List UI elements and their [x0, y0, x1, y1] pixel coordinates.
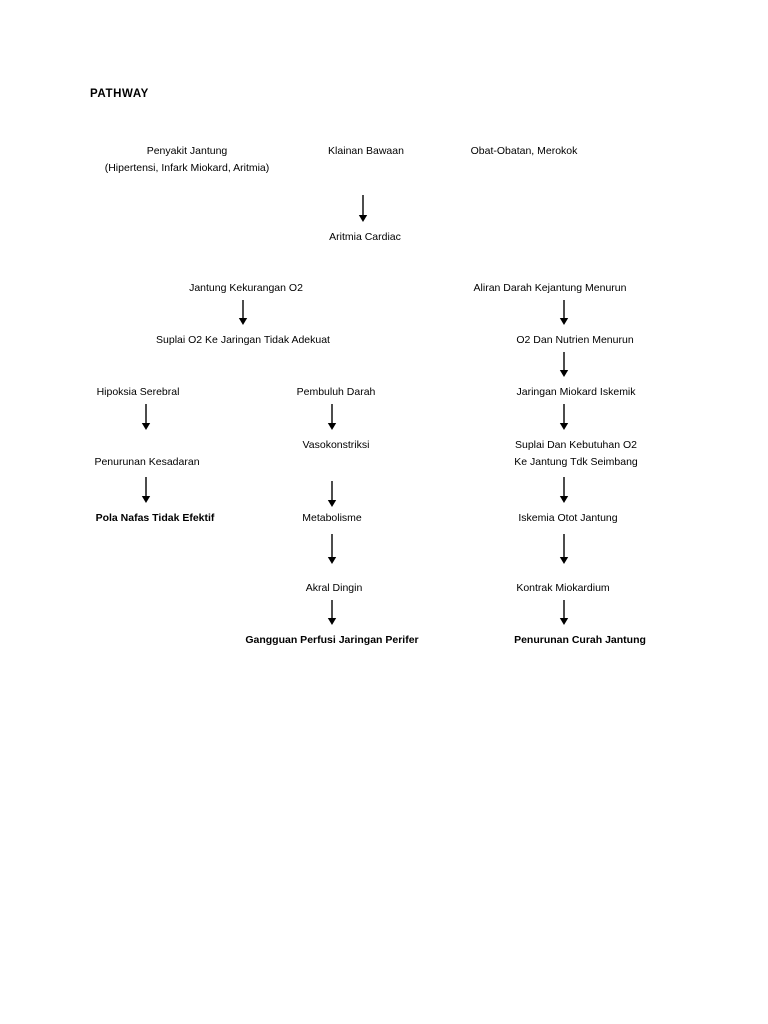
flowchart-node-klainan-bawaan: Klainan Bawaan	[328, 143, 404, 160]
flowchart-node-line: Suplai Dan Kebutuhan O2	[514, 439, 637, 451]
arrow-down-icon-vasokonstriksi-to-metabolisme	[326, 481, 339, 507]
arrow-down-icon-pembuluh-to-vasokonstriksi	[326, 404, 339, 430]
flowchart-node-pola-nafas-tidak-efektif: Pola Nafas Tidak Efektif	[96, 510, 215, 527]
flowchart-node-line: Klainan Bawaan	[328, 145, 404, 157]
arrow-down-icon-penurunan-kesadaran-to-pola-nafas	[140, 477, 153, 503]
flowchart-node-akral-dingin: Akral Dingin	[306, 580, 363, 597]
flowchart-node-line: Metabolisme	[302, 512, 362, 524]
flowchart-node-pembuluh-darah: Pembuluh Darah	[297, 384, 376, 401]
arrow-down-icon-iskemia-to-kontrak	[558, 534, 571, 564]
flowchart-node-vasokonstriksi: Vasokonstriksi	[303, 437, 370, 454]
flowchart-node-metabolisme: Metabolisme	[302, 510, 362, 527]
flowchart-node-line: Ke Jantung Tdk Seimbang	[514, 456, 638, 468]
arrow-down-icon-hipoksia-to-penurunan-kesadaran	[140, 404, 153, 430]
flowchart-node-line: Penurunan Kesadaran	[94, 456, 200, 468]
flowchart-node-line: Jantung Kekurangan O2	[189, 282, 303, 294]
flowchart-node-penyakit-jantung: Penyakit Jantung (Hipertensi, Infark Miok…	[105, 143, 270, 177]
flowchart-node-line: Iskemia Otot Jantung	[518, 512, 618, 524]
flowchart-node-aliran-darah-kejantung-menurun: Aliran Darah Kejantung Menurun	[474, 280, 627, 297]
flowchart-node-kontrak-miokardium: Kontrak Miokardium	[516, 580, 609, 597]
page-title: PATHWAY	[90, 88, 149, 100]
arrow-down-icon-klainan-to-aritmia	[357, 195, 370, 222]
flowchart-node-jaringan-miokard-iskemik: Jaringan Miokard Iskemik	[516, 384, 635, 401]
flowchart-node-aritmia-cardiac: Aritmia Cardiac	[329, 229, 401, 246]
flowchart-node-line: Vasokonstriksi	[302, 439, 370, 451]
arrow-down-icon-suplai-kebutuhan-to-iskemia	[558, 477, 571, 503]
flowchart-node-line: Suplai O2 Ke Jaringan Tidak Adekuat	[156, 334, 330, 346]
arrow-down-icon-o2-nutrien-to-jaringan	[558, 352, 571, 377]
flowchart-node-line: Penurunan Curah Jantung	[514, 634, 646, 646]
flowchart-node-line: Gangguan Perfusi Jaringan Perifer	[245, 634, 419, 646]
flowchart-node-jantung-kekurangan-o2: Jantung Kekurangan O2	[189, 280, 303, 297]
flowchart-node-penurunan-curah-jantung: Penurunan Curah Jantung	[514, 632, 646, 649]
flowchart-node-o2-dan-nutrien-menurun: O2 Dan Nutrien Menurun	[516, 332, 633, 349]
flowchart-node-line: (Hipertensi, Infark Miokard, Aritmia)	[104, 162, 270, 174]
flowchart-node-line: Pembuluh Darah	[296, 386, 376, 398]
flowchart-node-penurunan-kesadaran: Penurunan Kesadaran	[94, 454, 199, 471]
flowchart-node-line: Hipoksia Serebral	[96, 386, 180, 398]
flowchart-node-gangguan-perfusi-jaringan-perifer: Gangguan Perfusi Jaringan Perifer	[245, 632, 418, 649]
flowchart-node-iskemia-otot-jantung: Iskemia Otot Jantung	[518, 510, 617, 527]
flowchart-node-suplai-o2-ke-jaringan-tidak-adekuat: Suplai O2 Ke Jaringan Tidak Adekuat	[156, 332, 330, 349]
flowchart-node-line: Jaringan Miokard Iskemik	[516, 386, 636, 398]
flowchart-node-line: Akral Dingin	[305, 582, 363, 594]
flowchart-node-line: Aritmia Cardiac	[329, 231, 401, 243]
flowchart-node-hipoksia-serebral: Hipoksia Serebral	[97, 384, 180, 401]
flowchart-node-obat-obatan-merokok: Obat-Obatan, Merokok	[471, 143, 578, 160]
flowchart-node-line: O2 Dan Nutrien Menurun	[516, 334, 634, 346]
arrow-down-icon-metabolisme-to-akral	[326, 534, 339, 564]
flowchart-node-line: Obat-Obatan, Merokok	[470, 145, 578, 157]
arrow-down-icon-kontrak-to-penurunan-curah	[558, 600, 571, 625]
arrow-down-icon-akral-to-gangguan	[326, 600, 339, 625]
flowchart-node-line: Penyakit Jantung	[146, 145, 228, 157]
flowchart-node-line: Aliran Darah Kejantung Menurun	[473, 282, 627, 294]
flowchart-node-line: Pola Nafas Tidak Efektif	[95, 512, 215, 524]
flowchart-node-suplai-dan-kebutuhan-o2: Suplai Dan Kebutuhan O2 Ke Jantung Tdk Se…	[514, 437, 638, 471]
arrow-down-icon-jaringan-to-suplai-kebutuhan	[558, 404, 571, 430]
arrow-down-icon-aliran-to-o2-nutrien	[558, 300, 571, 325]
flowchart-node-line: Kontrak Miokardium	[516, 582, 610, 594]
arrow-down-icon-jantung-kekurangan-to-suplai	[237, 300, 250, 325]
